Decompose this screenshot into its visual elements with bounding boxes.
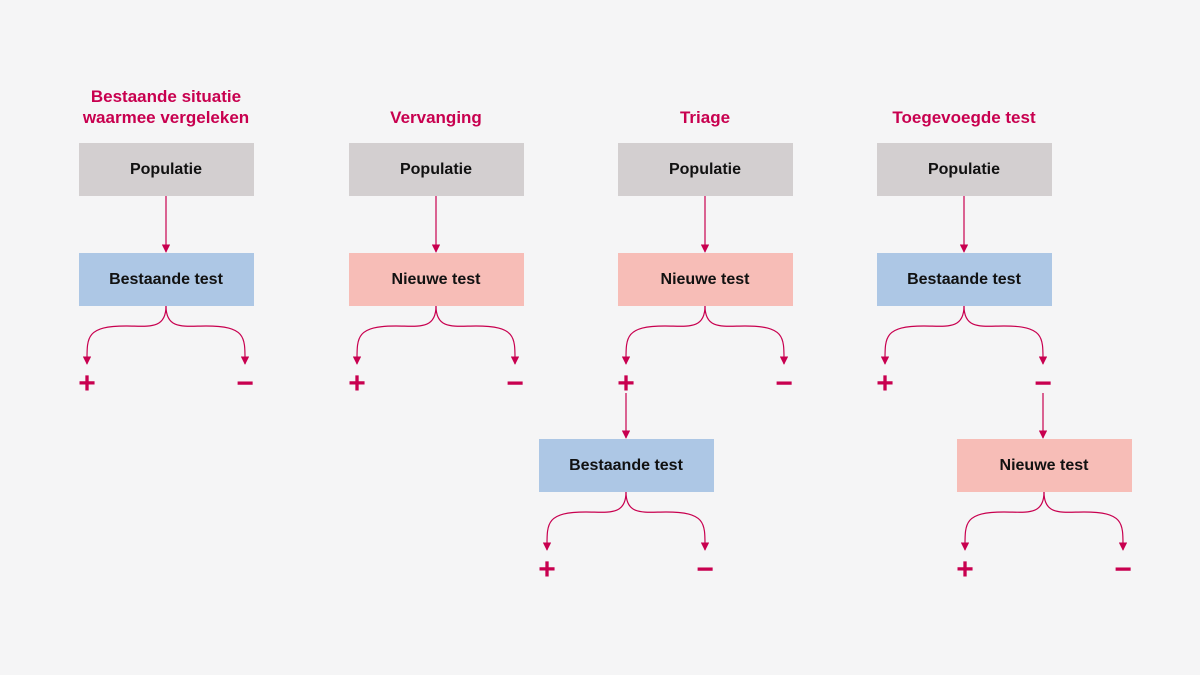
vervanging-positive-sign-0: + — [348, 367, 366, 400]
triage-box-nieuwe-test: Nieuwe test — [617, 253, 793, 306]
triage-branch-minus-0 — [704, 305, 789, 365]
toegevoegde-test-positive-sign-1: + — [956, 553, 974, 586]
vervanging-box-populatie: Populatie — [348, 143, 524, 196]
triage-branch-plus-0 — [621, 305, 706, 365]
triage-negative-sign-0: − — [775, 367, 793, 400]
bestaande-situatie-box-bestaande-test: Bestaande test — [78, 253, 254, 306]
toegevoegde-test-branch-plus-1 — [960, 491, 1045, 551]
bestaande-situatie-branch-plus-0 — [82, 305, 167, 365]
vervanging-branch-plus-0 — [352, 305, 437, 365]
column-title-vervanging: Vervanging — [390, 108, 482, 127]
toegevoegde-test-negative-sign-1: − — [1114, 553, 1132, 586]
triage-branch-minus-1 — [625, 491, 710, 551]
vervanging-box-nieuwe-test: Nieuwe test — [348, 253, 524, 306]
triage-branch-plus-1 — [542, 491, 627, 551]
bestaande-situatie-box-populatie: Populatie — [78, 143, 254, 196]
bestaande-situatie-negative-sign-0: − — [236, 367, 254, 400]
vervanging-negative-sign-0: − — [506, 367, 524, 400]
vervanging-branch-minus-0 — [435, 305, 520, 365]
toegevoegde-test-box-populatie: Populatie — [876, 143, 1052, 196]
toegevoegde-test-box-bestaande-test: Bestaande test — [876, 253, 1052, 306]
toegevoegde-test-box-nieuwe-test: Nieuwe test — [956, 439, 1132, 492]
bestaande-situatie-positive-sign-0: + — [78, 367, 96, 400]
column-title-toegevoegde-test: Toegevoegde test — [892, 108, 1036, 127]
column-title-triage: Triage — [679, 108, 731, 127]
toegevoegde-test-branch-plus-0 — [880, 305, 965, 365]
triage-positive-sign-0: + — [617, 367, 635, 400]
triage-box-bestaande-test: Bestaande test — [538, 439, 714, 492]
toegevoegde-test-branch-minus-0 — [963, 305, 1048, 365]
toegevoegde-test-branch-minus-1 — [1043, 491, 1128, 551]
toegevoegde-test-positive-sign-0: + — [876, 367, 894, 400]
column-title-bestaande-situatie: Bestaande situatie waarmee vergeleken — [82, 87, 250, 127]
triage-negative-sign-1: − — [696, 553, 714, 586]
toegevoegde-test-negative-sign-0: − — [1034, 367, 1052, 400]
triage-positive-sign-1: + — [538, 553, 556, 586]
bestaande-situatie-branch-minus-0 — [165, 305, 250, 365]
triage-box-populatie: Populatie — [617, 143, 793, 196]
